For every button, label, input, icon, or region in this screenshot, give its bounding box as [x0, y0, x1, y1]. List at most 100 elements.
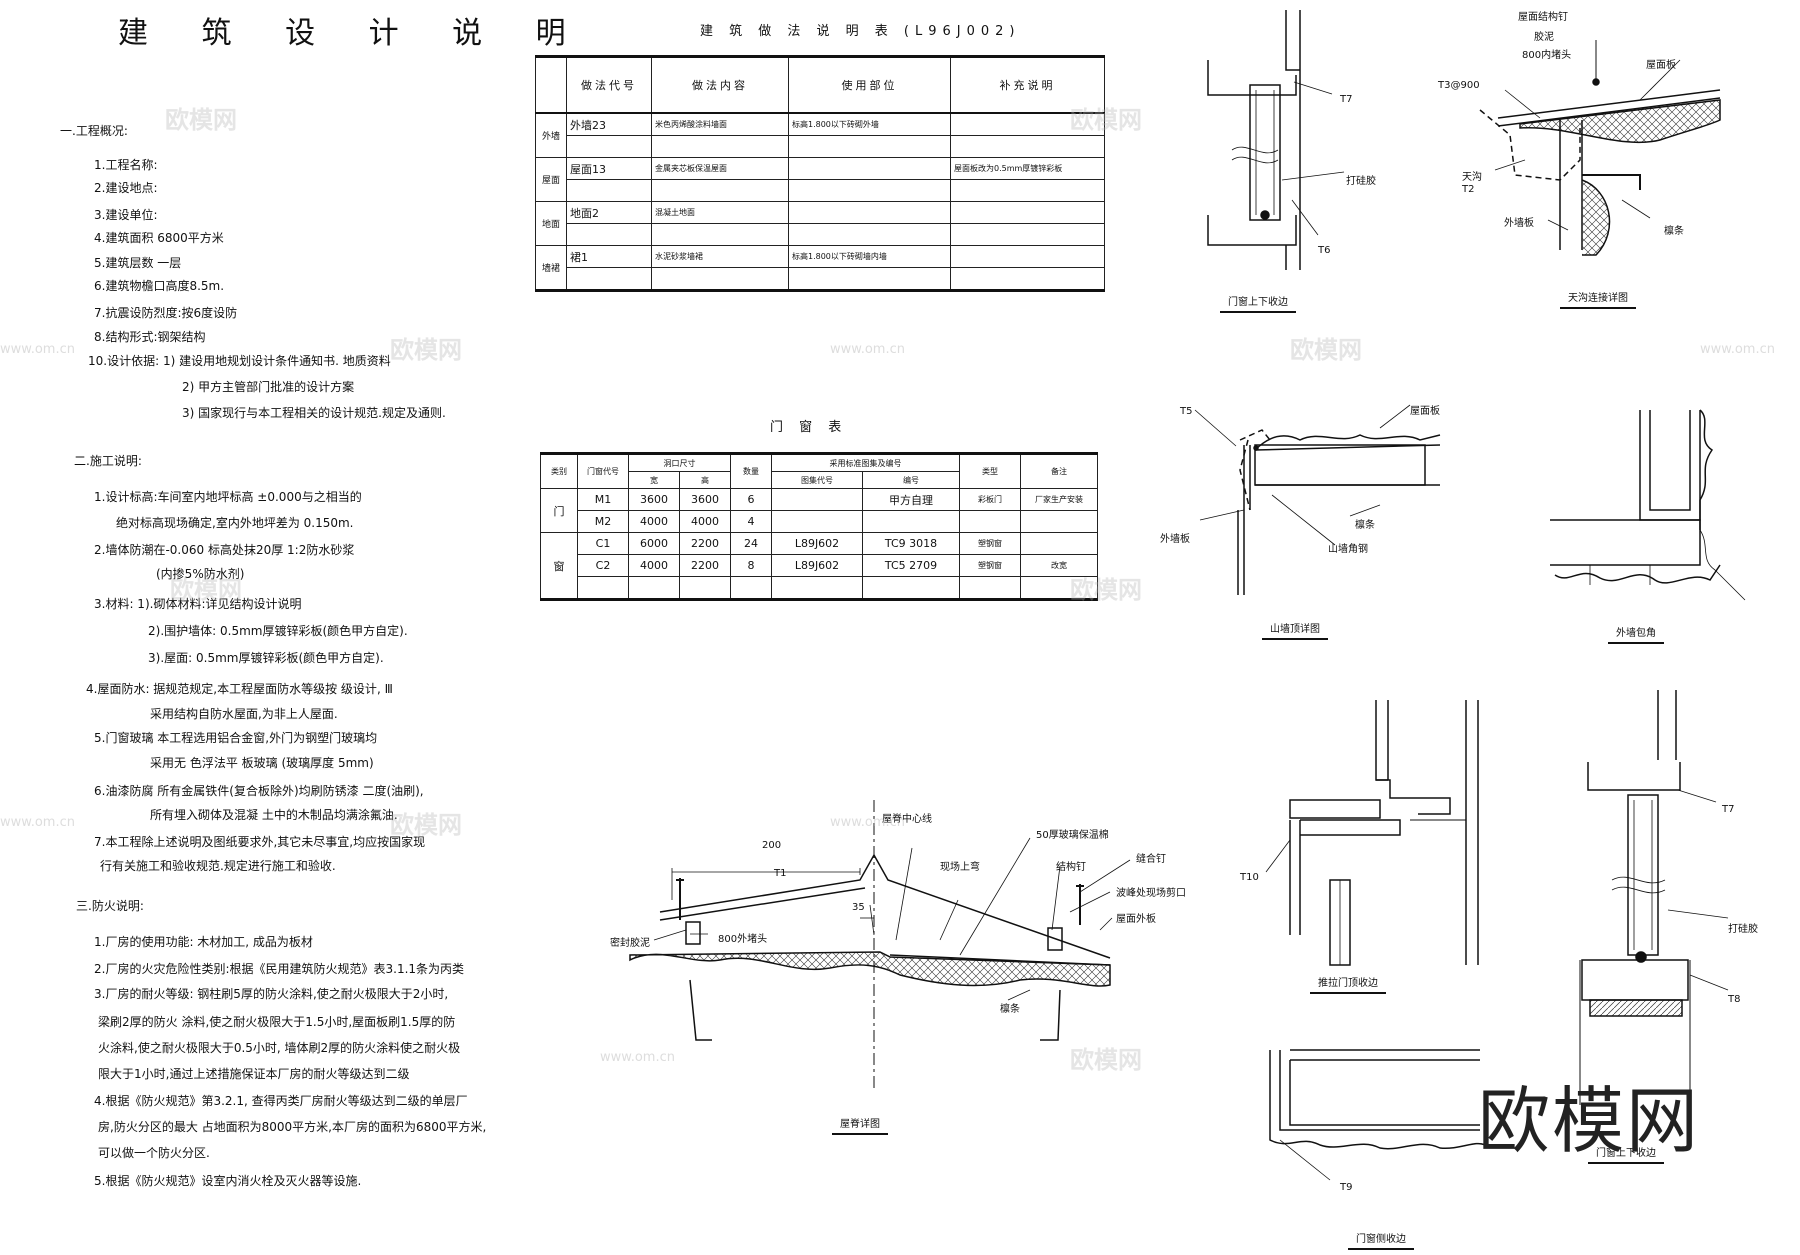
detail-label: 山墙角钢 [1328, 544, 1368, 555]
table2-header-code: 门窗代号 [577, 453, 629, 489]
note-line: 2) 甲方主管部门批准的设计方案 [182, 380, 355, 394]
table1-cell-note [950, 201, 1105, 224]
detail-label: 胶泥 [1534, 32, 1554, 43]
table2-cell-qty: 4 [730, 510, 772, 533]
detail-label: 现场上弯 [940, 862, 980, 873]
watermark: 欧模网 [1290, 336, 1362, 364]
note-line: 限大于1小时,通过上述措施保证本厂房的耐火等级达到二级 [98, 1067, 410, 1081]
watermark-url: www.om.cn [0, 342, 75, 357]
note-line: 1.厂房的使用功能: 木材加工, 成品为板材 [94, 935, 313, 949]
table2-header-atlas: 采用标准图集及编号 [771, 453, 960, 472]
table1-cell-note [950, 135, 1105, 158]
detail-sliding-door-top [1265, 700, 1479, 966]
table2-cell-w [628, 576, 680, 600]
note-line: 2.建设地点: [94, 181, 158, 195]
detail-label: 打硅胶 [1728, 924, 1758, 935]
table1-title: 建 筑 做 法 说 明 表 (L96J002) [700, 24, 1021, 39]
note-line: 绝对标高现场确定,室内外地坪差为 0.150m. [116, 516, 354, 530]
table2-cell-type: 塑钢窗 [959, 532, 1021, 555]
detail-label: 外墙板 [1160, 534, 1190, 545]
table2-cell-code: M1 [577, 488, 629, 511]
detail-exterior-corner [1550, 409, 1746, 601]
detail-label: 屋面外板 [1116, 914, 1156, 925]
detail-label: 结构钉 [1056, 862, 1086, 873]
table2-row [541, 576, 1098, 600]
table2-cell-qty: 6 [730, 488, 772, 511]
detail-caption: 屋脊详图 [832, 1115, 888, 1135]
note-line: 火涂料,使之耐火极限大于0.5小时, 墙体刷2厚的防火涂料使之耐火极 [98, 1041, 461, 1055]
table2-cell-qty: 8 [730, 554, 772, 577]
detail-label: 屋面结构钉 [1518, 12, 1568, 23]
table1-cell-note [950, 267, 1105, 291]
note-line: 3) 国家现行与本工程相关的设计规范.规定及通则. [182, 406, 446, 420]
note-line: 3.材料: 1).砌体材料:详见结构设计说明 [94, 597, 302, 611]
table1-cell-content [651, 223, 789, 246]
table2-cell-num: TC5 2709 [862, 554, 960, 577]
table2-cell-atlas [771, 510, 863, 533]
table1-cell-location [788, 267, 951, 291]
table2-cell-type [959, 510, 1021, 533]
detail-label: T5 [1180, 406, 1193, 417]
note-line: 7.抗震设防烈度:按6度设防 [94, 306, 238, 320]
note-line: 3.建设单位: [94, 208, 158, 222]
detail-caption: 推拉门顶收边 [1310, 974, 1386, 994]
detail-label: T7 [1722, 804, 1735, 815]
table1-cell-code [566, 135, 652, 158]
watermark: 欧模网 [170, 576, 242, 604]
table1-cell-location: 标高1.800以下砖砌墙内墙 [788, 245, 951, 268]
table2-header-category: 类别 [540, 453, 578, 489]
detail-label: 波峰处现场剪口 [1116, 888, 1186, 899]
table2-cell-num [862, 510, 960, 533]
detail-label: 檩条 [1000, 1004, 1020, 1015]
table2-cell-w: 4000 [628, 554, 680, 577]
table2-cell-code: C1 [577, 532, 629, 555]
note-line: 4.根据《防火规范》第3.2.1, 查得丙类厂房耐火等级达到二级的单层厂 [94, 1094, 468, 1108]
table2-cell-note [1020, 576, 1098, 600]
detail-label: 外墙板 [1504, 218, 1534, 229]
table1-cell-group: 外墙 [535, 112, 567, 158]
detail-label: 屋脊中心线 [882, 814, 932, 825]
detail-label: 檩条 [1664, 226, 1684, 237]
table2-cell-code: M2 [577, 510, 629, 533]
table1-cell-code [566, 223, 652, 246]
table2-cell-h: 2200 [679, 532, 731, 555]
table2-cell-h [679, 576, 731, 600]
detail-label: 800内堵头 [1522, 50, 1572, 61]
table2-cell-note [1020, 532, 1098, 555]
watermark: 欧模网 [1070, 1046, 1142, 1074]
table1-cell-location [788, 179, 951, 202]
note-line: 8.结构形式:钢架结构 [94, 330, 206, 344]
note-line: 采用结构自防水屋面,为非上人屋面. [150, 707, 338, 721]
table1-cell-location [788, 135, 951, 158]
detail-caption: 山墙顶详图 [1262, 620, 1328, 640]
note-line: 5.门窗玻璃 本工程选用铝合金窗,外门为钢塑门玻璃均 [94, 731, 378, 745]
note-line: 2).围护墙体: 0.5mm厚镀锌彩板(颜色甲方自定). [148, 624, 408, 638]
table1-cell-group: 地面 [535, 201, 567, 246]
table1-cell-group: 屋面 [535, 157, 567, 202]
watermark-url: www.om.cn [830, 342, 905, 357]
table2-cell-code [577, 576, 629, 600]
table2-cell-num: 甲方自理 [862, 488, 960, 511]
notes-title: 建 筑 设 计 说 明 [118, 16, 588, 51]
note-line: 4.建筑面积 6800平方米 [94, 231, 224, 245]
table2-cell-note [1020, 510, 1098, 533]
watermark: 欧模网 [165, 106, 237, 134]
detail-label: 800外堵头 [718, 934, 768, 945]
watermark: 欧模网 [390, 811, 462, 839]
note-line: 三.防火说明: [76, 899, 144, 913]
table2-cell-category: 门 [540, 488, 578, 533]
detail-label: 缝合钉 [1136, 854, 1166, 865]
table1-header-code: 做法代号 [566, 56, 652, 114]
note-line: (内掺5%防水剂) [156, 567, 245, 581]
note-line: 所有埋入砌体及混凝 土中的木制品均满涂氟油. [150, 808, 398, 822]
table2-cell-num: TC9 3018 [862, 532, 960, 555]
note-line: 1.设计标高:车间室内地坪标高 ±0.000与之相当的 [94, 490, 362, 504]
note-line: 6.油漆防腐 所有金属铁件(复合板除外)均刷防锈漆 二度(油刷), [94, 784, 424, 798]
table1-cell-location [788, 201, 951, 224]
